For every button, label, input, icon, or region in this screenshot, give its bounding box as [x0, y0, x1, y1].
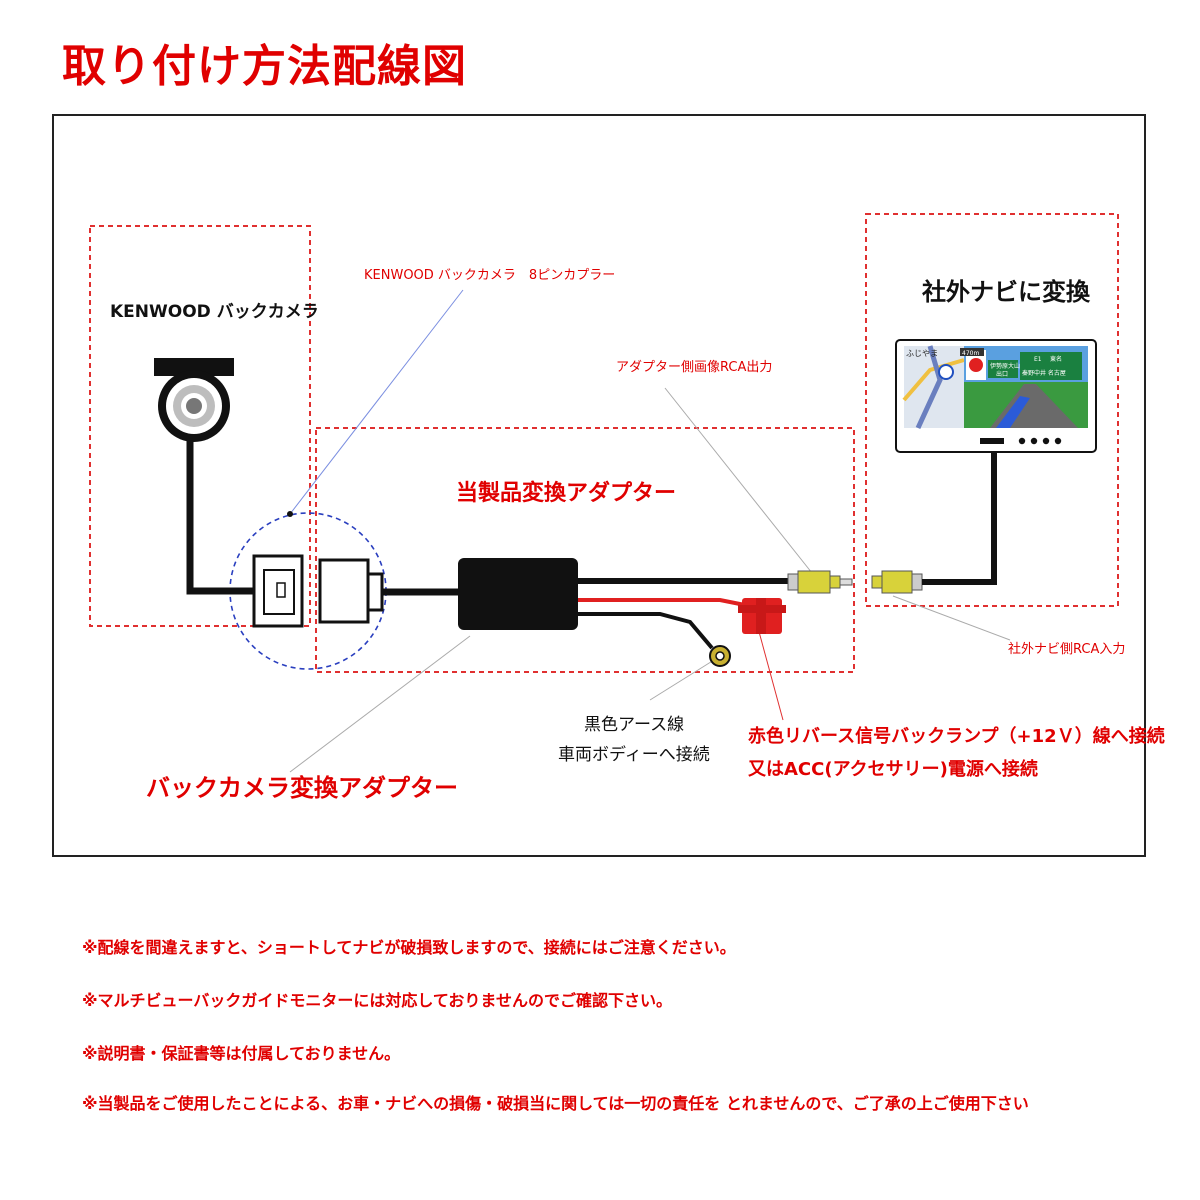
rca-plug-navi-side	[881, 570, 913, 594]
camera-cable	[186, 440, 258, 595]
screen-sign2: 東名	[1050, 355, 1062, 363]
screen-place: ふじやま	[906, 349, 938, 358]
camera-box-label: KENWOOD バックカメラ	[110, 302, 319, 322]
adapter-dashed-box	[315, 427, 855, 673]
red-wire	[578, 598, 761, 610]
navi-cable	[922, 450, 997, 585]
rca-in-leader	[892, 595, 1011, 641]
camera-dashed-box	[89, 225, 311, 627]
ground-label-line1: 黒色アース線	[584, 715, 685, 735]
adapter-coupler-male	[318, 558, 370, 624]
camera-mount	[154, 358, 234, 376]
screen-sign1: 伊勢原大山	[990, 362, 1020, 370]
screen-sign2-num: E1	[1034, 356, 1042, 363]
navi-rca-in-label: 社外ナビ側RCA入力	[1008, 642, 1126, 657]
adapter-box	[458, 558, 578, 630]
note-item: ※マルチビューバックガイドモニターには対応しておりませんのでご確認下さい。	[82, 991, 672, 1010]
coupler-leader-dot	[287, 511, 293, 517]
screen-sign1-sub: 出口	[996, 370, 1008, 378]
note-item: ※説明書・保証書等は付属しておりません。	[82, 1044, 401, 1063]
coupler-leader	[289, 289, 464, 515]
navi-box-label: 社外ナビに変換	[922, 278, 1090, 306]
red-wire-label-line2: 又はACC(アクセサリー)電源へ接続	[748, 759, 1038, 780]
rca-plug-adapter-side	[797, 570, 831, 594]
red-wire-leader	[757, 627, 784, 721]
camera-lens-inner	[186, 398, 202, 414]
ground-label-line2: 車両ボディーへ接続	[558, 745, 710, 765]
navi-dashed-box	[865, 213, 1119, 607]
screen-sign3: 秦野中井 名古屋	[1022, 369, 1066, 377]
note-item: ※配線を間違えますと、ショートしてナビが破損致しますので、接続にはご注意ください…	[82, 938, 736, 957]
page-title: 取り付け方法配線図	[62, 41, 467, 92]
camera-adapter-label: バックカメラ変換アダプター	[146, 774, 458, 802]
screen-distance: 470m	[962, 350, 979, 357]
rca-out-leader	[664, 387, 813, 574]
adapter-rca-out-label: アダプター側画像RCA出力	[616, 360, 773, 375]
diagram-frame	[52, 114, 1146, 857]
red-wire-label-line1: 赤色リバース信号バックランプ（+12Ｖ）線へ接続	[748, 726, 1165, 747]
ground-leader	[649, 654, 723, 701]
ground-wire	[578, 612, 714, 650]
note-item: ※当製品をご使用したことによる、お車・ナビへの損傷・破損当に関しては一切の責任を…	[82, 1094, 1029, 1113]
product-adapter-label: 当製品変換アダプター	[456, 481, 677, 506]
camera-adapter-leader	[289, 635, 471, 773]
coupler-label: KENWOOD バックカメラ 8ピンカプラー	[364, 268, 616, 283]
